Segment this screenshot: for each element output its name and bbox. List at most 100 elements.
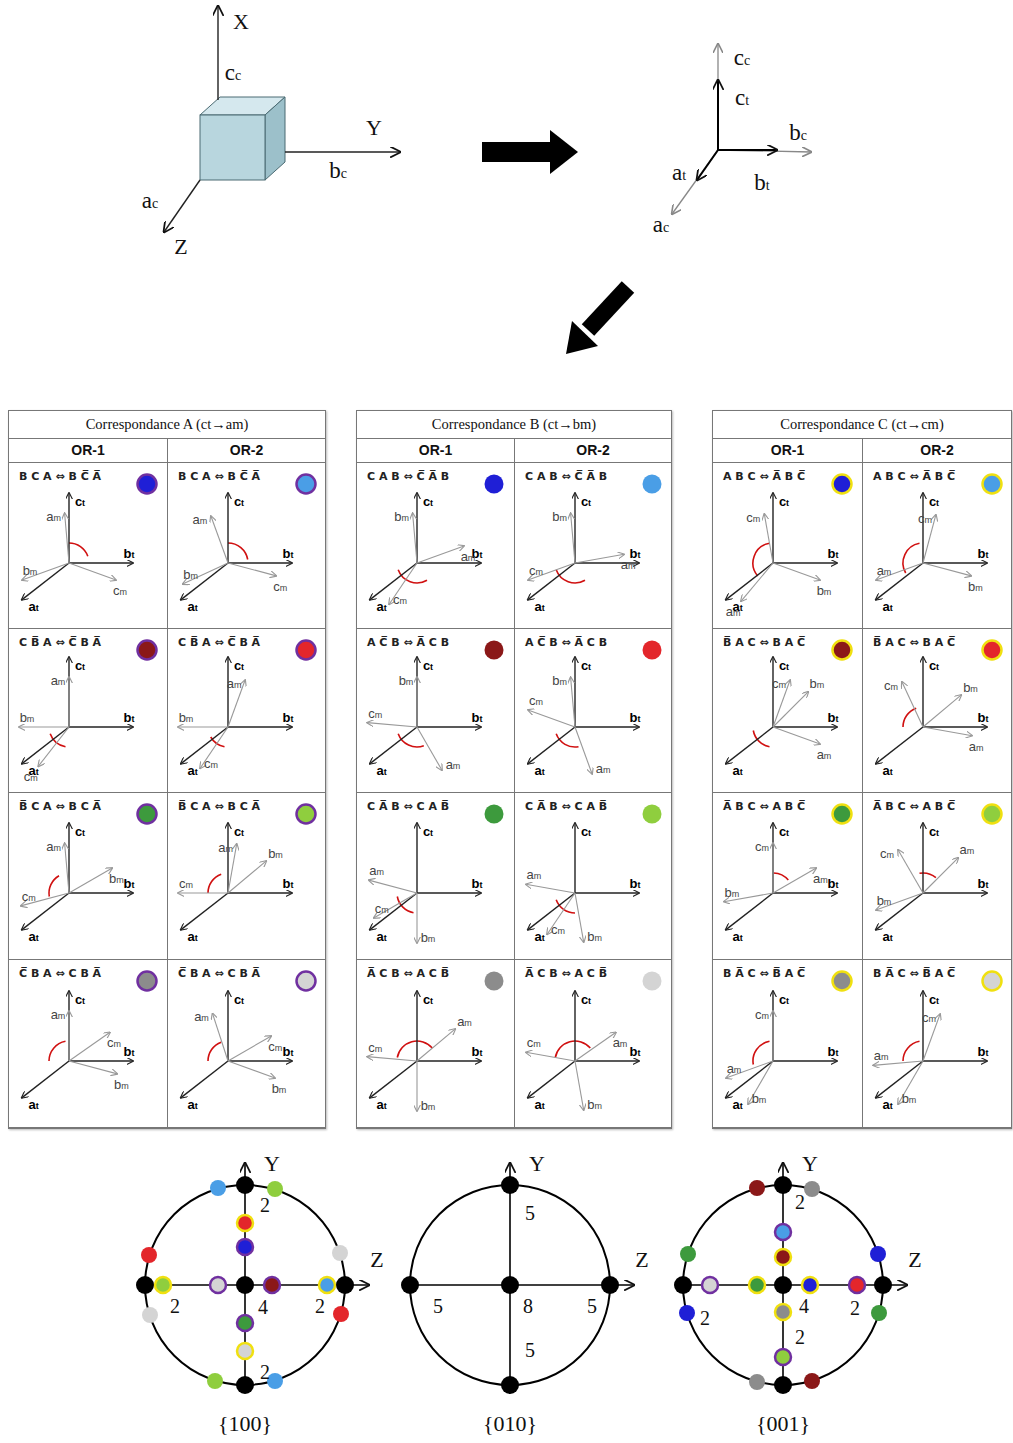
pole-dot (774, 1376, 792, 1394)
correspondence-cell: B̅ A C ⇔ B A C̅ctbtatambmcm (862, 629, 1011, 793)
axis-label: at (377, 599, 387, 612)
big-arrow (588, 287, 628, 330)
callout-number: 2 (700, 1308, 710, 1328)
correspondence-formula: B̅ A C ⇔ B A C̅ (723, 636, 805, 650)
axis-label: cc (734, 46, 750, 69)
axis-label: am (817, 748, 832, 761)
axis-line (69, 868, 112, 893)
axis-label: bm (817, 584, 832, 597)
axis-line (228, 861, 266, 893)
pole-dot (401, 1276, 419, 1294)
axis-line (228, 563, 276, 576)
axis-label: bm (23, 564, 38, 577)
axis-line (772, 493, 773, 563)
orientation-dot (485, 641, 504, 660)
axis-label: bm (114, 1077, 129, 1090)
axis-line (65, 843, 69, 893)
axis-label: bm (394, 510, 409, 523)
axis-label: cm (273, 579, 287, 592)
angle-arc (69, 543, 88, 556)
angle-arc (228, 543, 248, 560)
angle-arc (903, 708, 916, 727)
axis-label: bt (978, 1045, 989, 1058)
axis-label: cm (24, 769, 38, 782)
orientation-dot (983, 972, 1002, 991)
axis-line (726, 893, 773, 930)
correspondence-cell: B A̅ C ⇔ B̅ A C̅ctbtatambmcm (713, 960, 862, 1128)
correspondence-cell: B C A ⇔ B C̅ A̅ctbtatambmcm (9, 463, 167, 629)
table-panel: Correspondance A (ct→am)OR-1OR-2B C A ⇔ … (8, 410, 326, 1129)
column-header: OR-2 (167, 439, 325, 463)
axis-label: bm (968, 579, 983, 592)
axis-line (164, 180, 200, 232)
axis-label: ct (735, 86, 749, 109)
variant-dot (333, 1306, 349, 1322)
axis-label: bm (587, 930, 602, 943)
axis-label: bt (472, 1045, 483, 1058)
correspondence-cell: B̅ A C ⇔ B A C̅ctbtatambmcm (713, 629, 862, 793)
column-header: OR-1 (9, 439, 167, 463)
axis-label: cm (375, 902, 389, 915)
correspondence-formula: B A̅ C ⇔ B̅ A C̅ (873, 967, 955, 981)
axis-line (923, 892, 987, 893)
callout-number: 2 (850, 1298, 860, 1318)
axis-line (183, 563, 228, 584)
pole-dot (674, 1276, 692, 1294)
correspondence-formula: A̅ C B ⇔ A C B̅ (525, 967, 607, 981)
axis-label: ct (234, 495, 244, 508)
axis-label: at (883, 599, 893, 612)
axis-label: bt (472, 877, 483, 890)
axis-line (547, 893, 575, 935)
table-title: Correspondance A (ct→am) (9, 411, 325, 439)
axis-label: at (733, 1097, 743, 1110)
big-arrow (550, 130, 578, 174)
correspondence-cell: C̅ B A ⇔ C B A̅ctbtatambmcm (167, 960, 325, 1128)
axis-line (773, 562, 837, 563)
angle-arc (397, 897, 413, 913)
axis-label: ct (779, 993, 789, 1006)
axis-line (922, 493, 923, 563)
axis-label: cm (884, 678, 898, 691)
axis-line (717, 80, 719, 150)
axis-label: am (596, 762, 611, 775)
axis-line (181, 1061, 228, 1098)
axis-label: at (29, 929, 39, 942)
correspondence-formula: A B C ⇔ A̅ B C̅ (873, 470, 955, 484)
axis-label: cm (107, 1036, 121, 1049)
axis-line (773, 1060, 837, 1061)
correspondence-cell: A C̅ B ⇔ A̅ C Bctbtatambmcm (514, 629, 671, 793)
axis-line (764, 514, 773, 563)
table-title: Correspondance B (ct→bm) (357, 411, 671, 439)
variant-dot (210, 1180, 226, 1196)
axis-label: at (377, 929, 387, 942)
correspondence-formula: B C A ⇔ B C̅ A̅ (178, 470, 260, 484)
axis-line (65, 513, 69, 563)
axis-label: bm (272, 1082, 287, 1095)
axis-line (417, 892, 481, 893)
axis-label: at (188, 599, 198, 612)
axis-label: cm (529, 564, 543, 577)
angle-arc (555, 1041, 590, 1058)
axis-line (922, 991, 923, 1061)
table-title: Correspondance C (ct→cm) (713, 411, 1011, 439)
pole-dot (774, 1176, 792, 1194)
axis-label: bt (978, 711, 989, 724)
variant-dot (749, 1180, 765, 1196)
axis-label: am (227, 677, 242, 690)
axis-label: am (874, 1049, 889, 1062)
variant-dot (332, 1245, 348, 1261)
axis-label: ac (653, 213, 669, 236)
orientation-dot (297, 972, 316, 991)
orientation-dot (485, 805, 504, 824)
axis-label: at (535, 763, 545, 776)
axis-label: am (457, 1015, 472, 1028)
angle-arc (753, 543, 770, 576)
axis-line (69, 1032, 110, 1061)
axis-label: bm (902, 1092, 917, 1105)
axis-line (227, 493, 228, 563)
axis-label: ct (75, 825, 85, 838)
correspondence-formula: C̅ B A ⇔ C B A̅ (19, 967, 101, 981)
orientation-dot (833, 972, 852, 991)
orientation-dot (643, 972, 662, 991)
